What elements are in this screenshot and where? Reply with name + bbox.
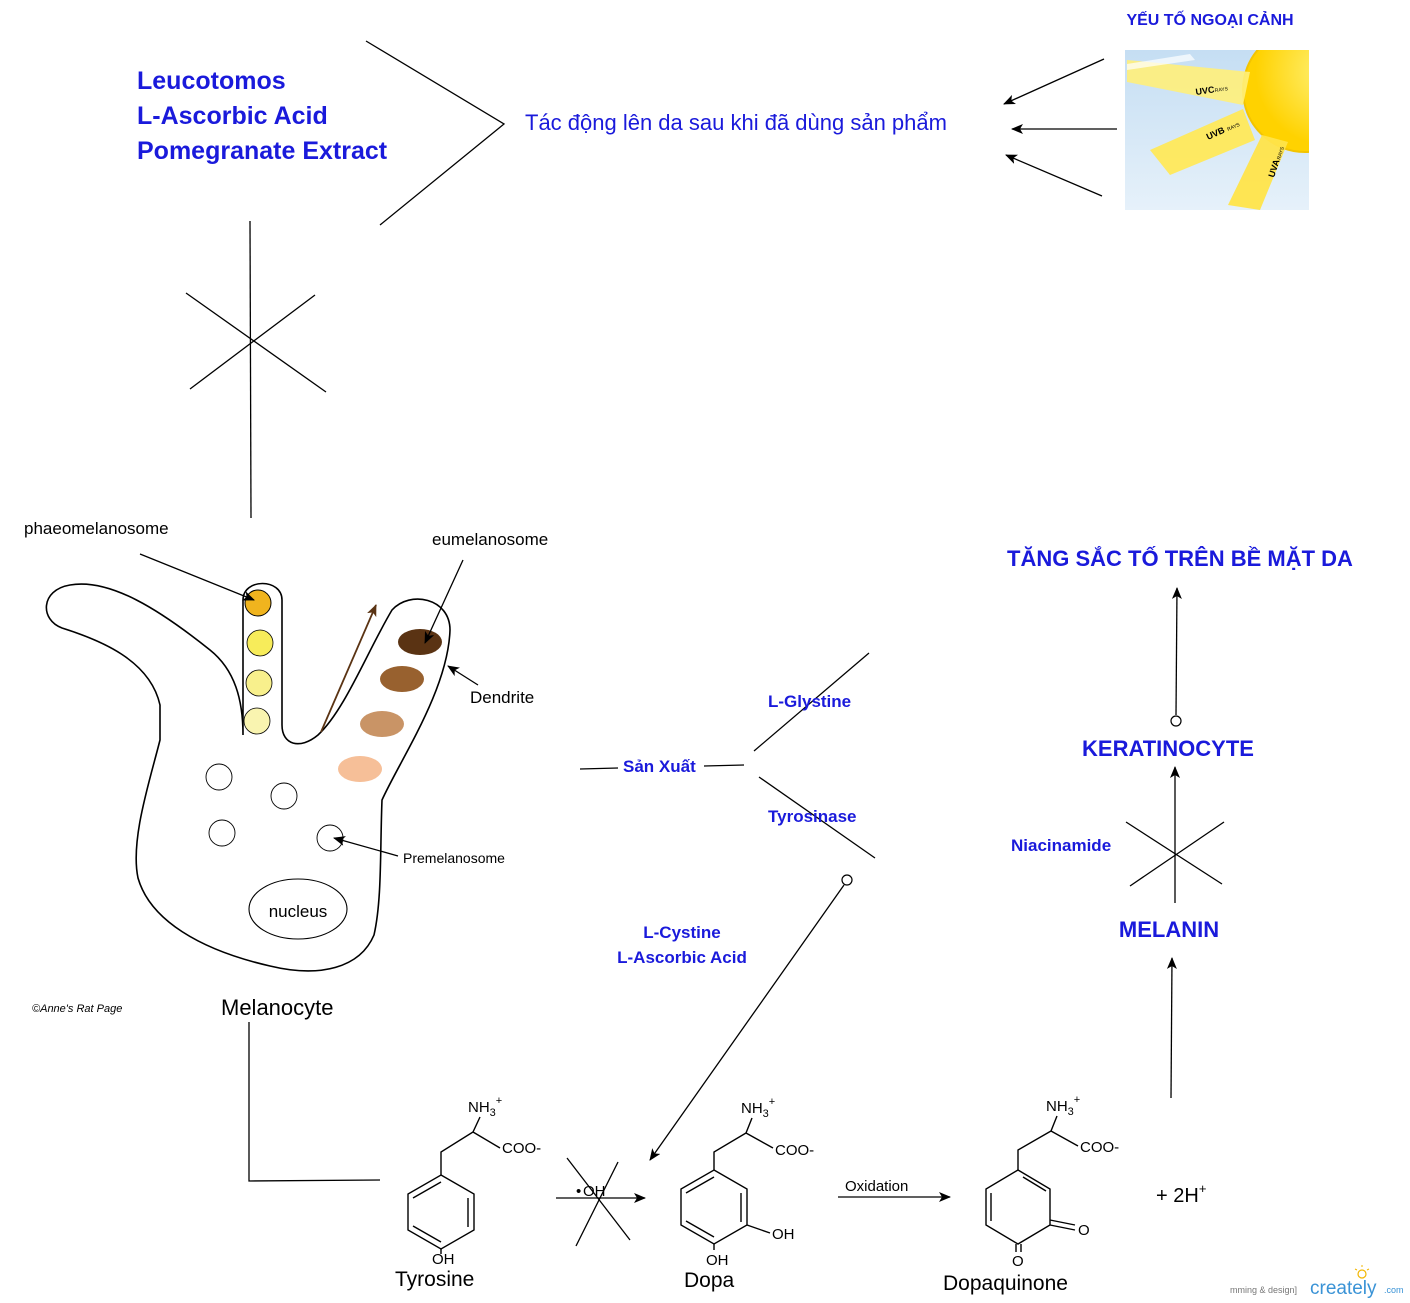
production-right-line — [703, 764, 745, 767]
phaeomelanosome-label: phaeomelanosome — [24, 519, 169, 538]
sun-icon — [1242, 50, 1309, 153]
watermark-brand: creately — [1310, 1278, 1377, 1299]
radical-oh: OH — [583, 1183, 606, 1200]
tyrosinase-to-dopa-arrow — [649, 884, 845, 1161]
premelanosome-3 — [208, 819, 236, 847]
surface-pigmentation-label: TĂNG SẮC TỐ TRÊN BỀ MẶT DA — [1007, 545, 1353, 571]
keratinocyte-label: KERATINOCYTE — [1082, 736, 1254, 761]
tyrosine-label: Tyrosine — [395, 1268, 474, 1291]
nucleus — [248, 878, 348, 940]
dopaquinone-o-para: O — [1012, 1253, 1024, 1270]
cofactor-cystine: L-Cystine — [643, 923, 720, 942]
dopaquinone-structure: NH3+ COO- O O Dopaquinone — [943, 1094, 1119, 1295]
ingredients-block: Leucotomos L-Ascorbic Acid Pomegranate E… — [137, 67, 388, 165]
eumelanosome-3 — [360, 711, 404, 737]
eumelanosome-2 — [380, 666, 424, 692]
uvc-ray — [1127, 60, 1250, 105]
nucleus-label: nucleus — [269, 902, 328, 921]
copyright-label: ©Anne's Rat Page — [32, 1003, 122, 1015]
uv-arrow-3 — [1005, 154, 1103, 197]
niacinamide-label: Niacinamide — [1011, 836, 1111, 855]
dopaquinone-label: Dopaquinone — [943, 1272, 1068, 1295]
watermark-suffix: .com — [1384, 1285, 1404, 1295]
tyrosinase-label: Tyrosinase — [768, 807, 857, 826]
ingredient-leucotomos: Leucotomos — [137, 67, 286, 95]
uva-ray — [1228, 135, 1288, 210]
dopa-oh-para: OH — [706, 1252, 729, 1269]
melanocyte-title: Melanocyte — [221, 995, 334, 1020]
eumelanosome-label: eumelanosome — [432, 530, 548, 549]
phaeomelanosome-3 — [245, 669, 273, 697]
melanocyte-cell: nucleus — [45, 582, 451, 972]
premelanosome-4 — [316, 824, 344, 852]
uvc-label: UVC — [1195, 84, 1216, 97]
tyrosine-nh3: NH3+ — [468, 1095, 502, 1119]
glystine-branch — [753, 652, 870, 752]
cofactor-ascorbic: L-Ascorbic Acid — [617, 948, 747, 967]
melanocyte-to-tyrosine-line — [248, 1022, 381, 1182]
uvb-ray — [1150, 109, 1255, 175]
tyrosine-oh: OH — [432, 1251, 455, 1268]
uv-arrow-1 — [1003, 58, 1105, 105]
dendrite-pointer — [447, 665, 479, 686]
phaeomelanosome-dark — [244, 589, 272, 617]
bracket-connector — [365, 40, 506, 226]
dendrite-label: Dendrite — [470, 688, 534, 707]
phaeomelanosome-4 — [243, 707, 271, 735]
premelanosome-1 — [205, 763, 233, 791]
external-factor-title: YẾU TỐ NGOẠI CẢNH — [1126, 9, 1293, 29]
production-left-line — [579, 767, 619, 770]
dopa-nh3: NH3+ — [741, 1096, 775, 1120]
dopa-coo: COO- — [775, 1142, 814, 1159]
sun-uv-image: UVC RAYS UVB RAYS UVA RAYS — [1125, 50, 1309, 210]
protons-label: + 2H+ — [1156, 1181, 1206, 1207]
dopaquinone-coo: COO- — [1080, 1139, 1119, 1156]
radical-dot: • — [576, 1183, 581, 1200]
ingredient-ascorbic-acid: L-Ascorbic Acid — [137, 102, 328, 130]
premelanosome-2 — [270, 782, 298, 810]
premelanosome-pointer — [333, 836, 399, 857]
production-label: Sản Xuất — [623, 757, 696, 776]
tyrosine-structure: NH3+ COO- OH Tyrosine — [395, 1095, 541, 1291]
dopaquinone-to-melanin-arrow — [1166, 957, 1177, 1099]
uvb-rays-label: RAYS — [1226, 122, 1241, 133]
oxidation-label: Oxidation — [845, 1178, 908, 1195]
eumelanosome-pointer — [424, 559, 464, 644]
transport-arrow — [320, 604, 377, 733]
ingredients-to-melanocyte-line — [249, 220, 252, 519]
dopa-label: Dopa — [684, 1269, 735, 1292]
inhibition-asterisk-1 — [185, 292, 327, 393]
eumelanosome-4 — [338, 756, 382, 782]
glystine-label: L-Glystine — [768, 692, 851, 711]
melanin-label: MELANIN — [1119, 917, 1219, 942]
creately-watermark: mming & design] creately .com — [1230, 1265, 1404, 1299]
inhibition-asterisk-niacinamide — [1125, 821, 1225, 887]
keratinocyte-top-dot — [1170, 715, 1182, 727]
tyrosinase-branch — [758, 776, 876, 859]
ingredient-pomegranate: Pomegranate Extract — [137, 137, 388, 165]
phaeomelanosome-2 — [246, 629, 274, 657]
eumelanosome-1 — [398, 629, 442, 655]
dopa-oh-meta: OH — [772, 1226, 795, 1243]
watermark-prefix: mming & design] — [1230, 1285, 1297, 1295]
tyrosinase-start-dot — [841, 874, 853, 886]
uvc-rays-label: RAYS — [1214, 86, 1229, 94]
uva-rays-label: RAYS — [1276, 146, 1286, 161]
dopa-structure: NH3+ COO- OH OH Dopa — [680, 1096, 814, 1292]
inhibition-asterisk-radical — [566, 1157, 631, 1247]
premelanosome-label: Premelanosome — [403, 850, 505, 866]
melanocyte-outline — [45, 582, 451, 972]
effect-text: Tác động lên da sau khi đã dùng sản phẩm — [525, 110, 947, 135]
phaeomelanosome-pointer — [139, 553, 255, 601]
lightbulb-icon — [1354, 1265, 1370, 1279]
dopaquinone-o-meta: O — [1078, 1222, 1090, 1239]
keratinocyte-to-surface-arrow — [1171, 587, 1182, 716]
tyrosine-coo: COO- — [502, 1140, 541, 1157]
dopaquinone-nh3: NH3+ — [1046, 1094, 1080, 1118]
